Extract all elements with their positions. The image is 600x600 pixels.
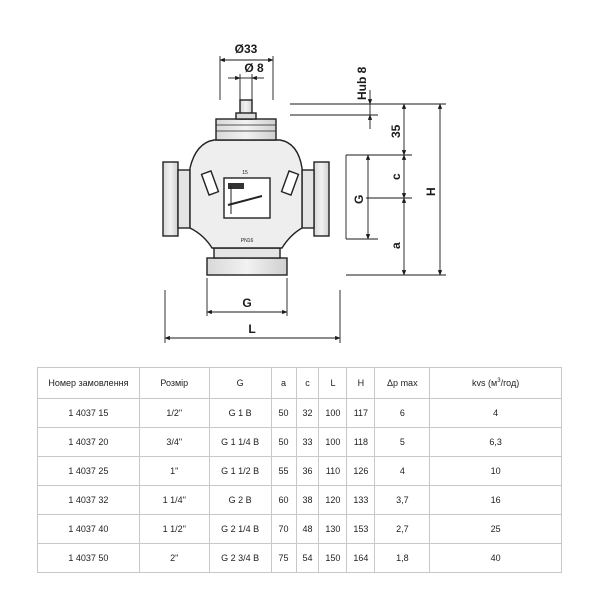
cell-h: 117 [346, 398, 376, 428]
cell-l: 110 [318, 456, 348, 486]
header-c: c [295, 367, 320, 399]
header-a: a [270, 367, 297, 399]
table-row: 1 4037 50 2" G 2 3/4 B 75 54 150 164 1,8… [37, 543, 562, 573]
cell-l: 150 [318, 543, 348, 573]
cell-a: 60 [270, 485, 297, 515]
cell-a: 70 [270, 514, 297, 544]
body-marking-pn: PN16 [241, 238, 254, 244]
cell-g: G 1 1/2 B [208, 456, 272, 486]
cell-a: 55 [270, 456, 297, 486]
cell-c: 54 [295, 543, 320, 573]
cell-g: G 1 1/4 B [208, 427, 272, 457]
cell-g: G 2 B [208, 485, 272, 515]
cell-g: G 2 1/4 B [208, 514, 272, 544]
label-l: L [248, 322, 255, 336]
label-d33: Ø33 [235, 42, 258, 56]
cell-a: 50 [270, 427, 297, 457]
cell-a: 50 [270, 398, 297, 428]
cell-dp: 3,7 [374, 485, 431, 515]
cell-size: 1/2" [138, 398, 210, 428]
label-hub: Hub 8 [355, 66, 369, 100]
cell-c: 32 [295, 398, 320, 428]
valve-body [162, 99, 330, 276]
label-g-side: G [352, 195, 366, 204]
table-row: 1 4037 40 1 1/2" G 2 1/4 B 70 48 130 153… [37, 514, 562, 544]
cell-h: 164 [346, 543, 376, 573]
cell-dp: 1,8 [374, 543, 431, 573]
table-row: 1 4037 32 1 1/4" G 2 B 60 38 120 133 3,7… [37, 485, 562, 515]
cell-dp: 6 [374, 398, 431, 428]
cell-g: G 2 3/4 B [208, 543, 272, 573]
table-row: 1 4037 15 1/2" G 1 B 50 32 100 117 6 4 [37, 398, 562, 428]
header-size: Розмір [138, 367, 210, 399]
cell-h: 118 [346, 427, 376, 457]
left-port [162, 161, 179, 237]
header-order: Номер замовлення [37, 367, 140, 399]
cell-size: 1" [138, 456, 210, 486]
header-g: G [208, 367, 272, 399]
cell-order: 1 4037 20 [37, 427, 140, 457]
cell-c: 48 [295, 514, 320, 544]
cell-kvs: 6,3 [429, 427, 562, 457]
cell-h: 133 [346, 485, 376, 515]
cell-h: 126 [346, 456, 376, 486]
label-g-bottom: G [242, 296, 251, 310]
label-a: a [389, 242, 403, 249]
label-35: 35 [389, 124, 403, 138]
header-l: L [318, 367, 348, 399]
cell-dp: 2,7 [374, 514, 431, 544]
cell-g: G 1 B [208, 398, 272, 428]
cell-l: 100 [318, 398, 348, 428]
valve-technical-drawing: 15 PN16 [162, 42, 446, 343]
bottom-port [206, 257, 288, 276]
cell-c: 36 [295, 456, 320, 486]
cell-order: 1 4037 15 [37, 398, 140, 428]
cell-kvs: 4 [429, 398, 562, 428]
table-row: 1 4037 25 1" G 1 1/2 B 55 36 110 126 4 1… [37, 456, 562, 486]
right-port [313, 161, 330, 237]
cell-l: 100 [318, 427, 348, 457]
cell-dp: 5 [374, 427, 431, 457]
body-marking-top: 15 [242, 170, 248, 176]
cell-order: 1 4037 25 [37, 456, 140, 486]
cell-size: 2" [138, 543, 210, 573]
cell-c: 33 [295, 427, 320, 457]
cell-size: 1 1/4" [138, 485, 210, 515]
cell-size: 3/4" [138, 427, 210, 457]
cell-kvs: 40 [429, 543, 562, 573]
label-c: c [389, 173, 403, 180]
specification-table: Номер замовлення Розмір G a c L H Δp max… [37, 367, 562, 573]
cell-c: 38 [295, 485, 320, 515]
cell-order: 1 4037 50 [37, 543, 140, 573]
table-row: 1 4037 20 3/4" G 1 1/4 B 50 33 100 118 5… [37, 427, 562, 457]
cell-dp: 4 [374, 456, 431, 486]
cell-l: 120 [318, 485, 348, 515]
cell-h: 153 [346, 514, 376, 544]
header-h: H [346, 367, 376, 399]
cell-order: 1 4037 40 [37, 514, 140, 544]
cell-kvs: 16 [429, 485, 562, 515]
cell-kvs: 25 [429, 514, 562, 544]
stem-collar [215, 118, 277, 141]
cell-order: 1 4037 32 [37, 485, 140, 515]
header-dp: Δp max [374, 367, 431, 399]
cell-kvs: 10 [429, 456, 562, 486]
cell-size: 1 1/2" [138, 514, 210, 544]
header-kvs: kvs (м3/год) [429, 367, 562, 399]
cell-a: 75 [270, 543, 297, 573]
cell-l: 130 [318, 514, 348, 544]
label-d8: Ø 8 [244, 61, 264, 75]
table-header-row: Номер замовлення Розмір G a c L H Δp max… [37, 367, 562, 399]
label-h: H [424, 187, 438, 196]
